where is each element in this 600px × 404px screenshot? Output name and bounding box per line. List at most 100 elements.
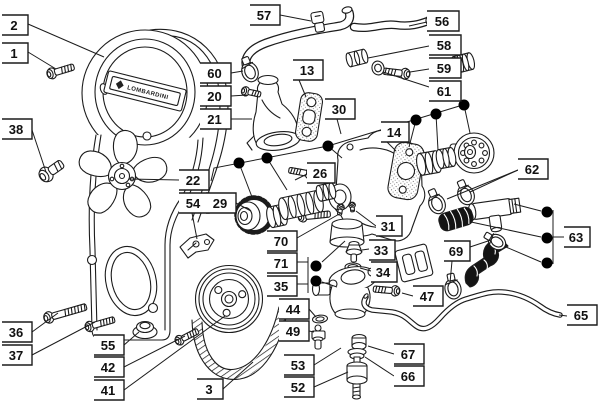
crankshaft-pulley [196, 266, 263, 333]
part-number: 60 [207, 66, 221, 81]
leader-line-26 [295, 174, 307, 180]
grease-fitting [312, 325, 325, 349]
overflow-pipe [363, 292, 560, 329]
part-number: 52 [291, 380, 305, 395]
pump-gasket [386, 141, 425, 201]
leader-line-1 [28, 52, 56, 69]
part-label-3: 3 [197, 379, 223, 399]
part-label-35: 35 [267, 276, 297, 296]
leader-line-65 [559, 315, 567, 316]
part-label-42: 42 [94, 357, 124, 377]
rubber-grommet [133, 322, 157, 339]
leader-line-38 [32, 130, 46, 172]
hose-group-bracket-leader [471, 222, 541, 237]
part-number: 14 [387, 125, 402, 140]
leader-line-2 [28, 24, 104, 57]
clamp-62a [423, 187, 448, 217]
leader-line-22 [129, 179, 179, 180]
part-number: 62 [525, 162, 539, 177]
part-number: 61 [437, 84, 451, 99]
part-number: 26 [313, 166, 327, 181]
part-label-1: 1 [2, 43, 28, 63]
leader-line-56 [409, 22, 427, 26]
part-label-33: 33 [369, 240, 395, 260]
leader-line-57 [280, 15, 311, 21]
leader-line-34 [360, 268, 371, 271]
part-number: 3 [205, 382, 212, 397]
leader-line-59 [410, 69, 429, 72]
part-label-62: 62 [518, 159, 548, 179]
pump-impeller [450, 133, 494, 173]
ribbed-hose [437, 205, 475, 232]
group-bullet [430, 108, 442, 120]
part-label-34: 34 [371, 262, 397, 282]
part-number: 38 [9, 122, 23, 137]
part-label-49: 49 [279, 321, 309, 341]
part-number: 55 [101, 338, 115, 353]
part-number: 49 [286, 324, 300, 339]
part-number: 34 [376, 265, 391, 280]
stud-70 [336, 203, 345, 215]
part-number: 53 [291, 358, 305, 373]
part-number: 54 [186, 196, 201, 211]
leader-line-36 [32, 313, 58, 332]
part-label-54: 54 [179, 193, 209, 213]
part-number: 70 [274, 234, 288, 249]
part-label-55: 55 [94, 335, 124, 355]
part-number: 47 [420, 289, 434, 304]
pump-gear [236, 198, 272, 233]
pump-plunger [277, 190, 325, 221]
leader-line-44 [309, 309, 316, 317]
washer-61 [371, 60, 386, 76]
part-label-61: 61 [429, 81, 461, 101]
part-label-57: 57 [250, 5, 280, 25]
part-number: 42 [101, 360, 115, 375]
part-label-60: 60 [200, 63, 231, 83]
part-number: 44 [286, 302, 301, 317]
part-label-22: 22 [179, 170, 209, 190]
part-label-37: 37 [2, 345, 32, 365]
group-bullet [458, 99, 470, 111]
leader-line-69 [470, 240, 491, 247]
group-bullet [310, 275, 322, 287]
group-bullet [261, 152, 273, 164]
drain-fitting-stack [347, 335, 367, 400]
bolt-1 [46, 61, 76, 80]
leader-line-47 [402, 293, 413, 296]
group-bullet [310, 260, 322, 272]
t-fitting [468, 197, 523, 235]
leader-line-66 [365, 357, 394, 376]
part-label-31: 31 [376, 216, 402, 236]
group-bullet [541, 232, 553, 244]
part-number: 2 [10, 18, 17, 33]
part-label-69: 69 [444, 241, 470, 261]
part-label-71: 71 [267, 253, 297, 273]
leader-line-54 [192, 213, 197, 239]
thermostat-elbow [247, 76, 301, 153]
part-number: 57 [257, 8, 271, 23]
leader-line-69 [450, 261, 452, 283]
part-label-56: 56 [427, 11, 459, 31]
group-bullet [322, 140, 334, 152]
part-label-26: 26 [307, 163, 335, 183]
part-number: 59 [437, 61, 451, 76]
clamp-62b [452, 178, 477, 208]
o-ring-44 [312, 314, 328, 323]
part-number: 69 [449, 244, 463, 259]
bushing-58 [345, 49, 369, 68]
part-label-41: 41 [94, 380, 124, 400]
part-number: 1 [10, 46, 17, 61]
part-number: 37 [9, 348, 23, 363]
part-number: 21 [207, 112, 221, 127]
part-label-21: 21 [200, 109, 231, 129]
shaft-sleeve [315, 182, 337, 202]
leader-line-60 [231, 71, 243, 73]
seal-ring [435, 147, 457, 169]
clamp-60 [237, 55, 261, 85]
bolt-36 [42, 301, 88, 324]
leader-line-70 [297, 213, 341, 238]
leader-line-55 [124, 332, 139, 345]
leader-line-53 [314, 348, 341, 365]
part-label-47: 47 [413, 286, 443, 306]
